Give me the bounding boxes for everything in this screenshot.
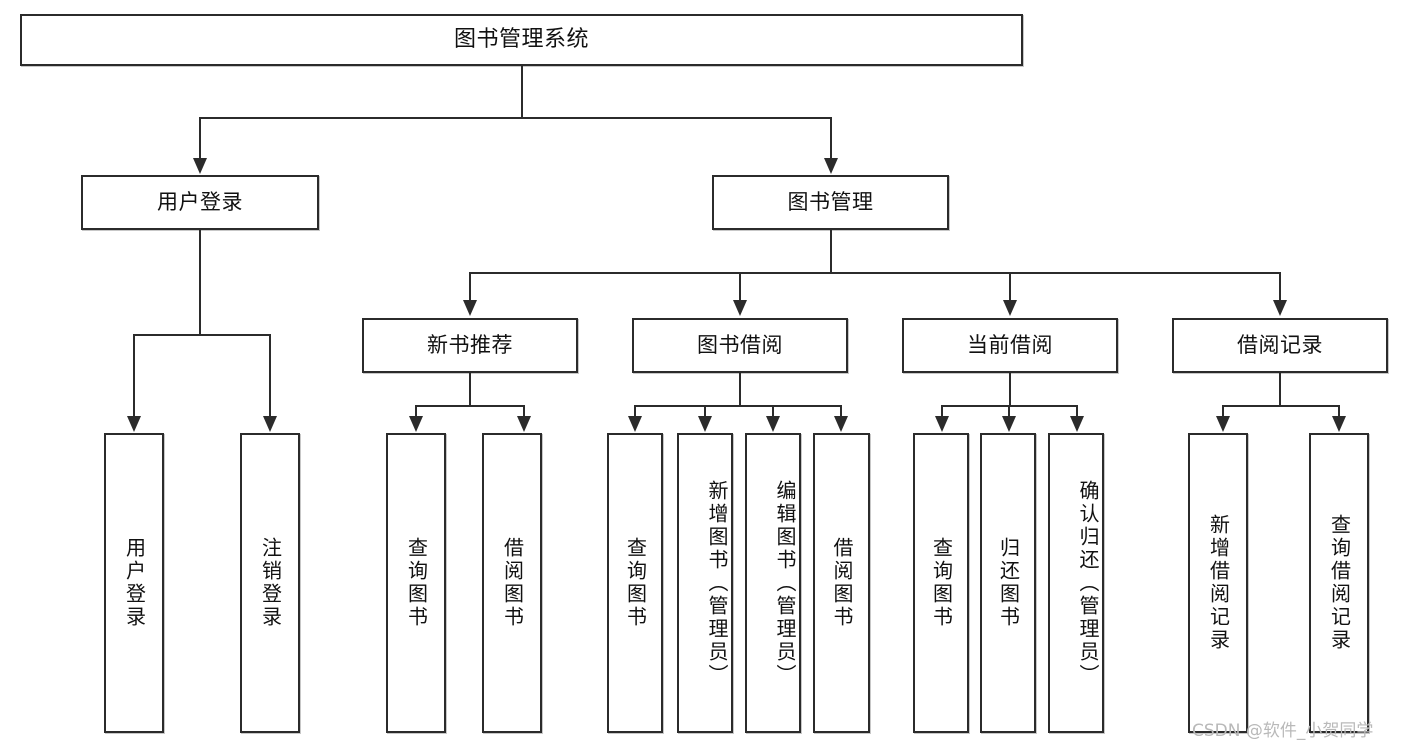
connector-cb-to-leaf-1: [941, 405, 943, 419]
connector-bm-to-new-book: [469, 272, 471, 302]
node-label: 新书推荐: [427, 332, 513, 357]
node-label: 用户登录: [122, 537, 147, 629]
node-label: 查询图书: [623, 537, 648, 629]
arrowhead-cb-leaf-3: [1070, 416, 1084, 432]
node-label: 查询图书: [404, 537, 429, 629]
node-label: 图书管理: [787, 189, 874, 214]
connector-bb-to-leaf-1: [634, 405, 636, 419]
arrowhead-bm-to-book-borrow: [733, 300, 747, 316]
connector-user-login-bus: [133, 334, 270, 336]
node-label: 确认归还（管理员）: [1076, 479, 1100, 687]
node-book-borrow[interactable]: 图书借阅: [632, 318, 848, 373]
arrowhead-user-login-leaf-2: [263, 416, 277, 432]
connector-root-bus: [199, 117, 831, 119]
node-label: 当前借阅: [967, 332, 1053, 357]
node-label: 用户登录: [157, 189, 243, 214]
connector-book-management-stem: [830, 230, 832, 273]
arrowhead-bb-leaf-3: [766, 416, 780, 432]
leaf-edit-book-admin[interactable]: 编辑图书（管理员）: [745, 433, 801, 733]
connector-bm-to-borrow-record: [1279, 272, 1281, 302]
connector-user-login-stem: [199, 230, 201, 335]
leaf-confirm-return-admin[interactable]: 确认归还（管理员）: [1048, 433, 1104, 733]
connector-current-borrow-stem: [1009, 373, 1011, 406]
connector-bb-to-leaf-2: [704, 405, 706, 419]
connector-new-book-bus: [415, 405, 524, 407]
connector-br-to-leaf-2: [1338, 405, 1340, 419]
arrowhead-root-to-book-management: [824, 158, 838, 174]
leaf-add-book-admin[interactable]: 新增图书（管理员）: [677, 433, 733, 733]
leaf-user-login[interactable]: 用户登录: [104, 433, 164, 733]
node-label: 新增借阅记录: [1206, 514, 1231, 652]
connector-book-borrow-bus: [634, 405, 841, 407]
node-root-book-management-system[interactable]: 图书管理系统: [20, 14, 1023, 66]
arrowhead-bb-leaf-1: [628, 416, 642, 432]
node-label: 图书借阅: [697, 332, 783, 357]
arrowhead-br-leaf-1: [1216, 416, 1230, 432]
arrowhead-user-login-leaf-1: [127, 416, 141, 432]
node-label: 借阅记录: [1237, 332, 1323, 357]
connector-bb-to-leaf-3: [772, 405, 774, 419]
connector-new-book-to-leaf-2: [523, 405, 525, 419]
arrowhead-cb-leaf-1: [935, 416, 949, 432]
connector-bm-to-current-borrow: [1009, 272, 1011, 302]
connector-bm-to-book-borrow: [739, 272, 741, 302]
leaf-query-book-recommend[interactable]: 查询图书: [386, 433, 446, 733]
node-label: 注销登录: [258, 537, 283, 629]
node-current-borrow[interactable]: 当前借阅: [902, 318, 1118, 373]
arrowhead-bm-to-current-borrow: [1003, 300, 1017, 316]
connector-book-borrow-stem: [739, 373, 741, 406]
leaf-query-book-borrow[interactable]: 查询图书: [607, 433, 663, 733]
node-user-login[interactable]: 用户登录: [81, 175, 319, 230]
connector-cb-to-leaf-2: [1008, 405, 1010, 419]
connector-user-login-to-leaf-2: [269, 334, 271, 418]
node-label: 借阅图书: [830, 537, 854, 629]
node-label: 新增图书（管理员）: [705, 479, 729, 687]
node-borrow-record[interactable]: 借阅记录: [1172, 318, 1388, 373]
arrowhead-new-book-leaf-1: [409, 416, 423, 432]
leaf-query-borrow-record[interactable]: 查询借阅记录: [1309, 433, 1369, 733]
leaf-return-book[interactable]: 归还图书: [980, 433, 1036, 733]
connector-borrow-record-bus: [1222, 405, 1339, 407]
connector-cb-to-leaf-3: [1076, 405, 1078, 419]
connector-bb-to-leaf-4: [840, 405, 842, 419]
node-label: 查询图书: [929, 537, 954, 629]
node-new-book-recommend[interactable]: 新书推荐: [362, 318, 578, 373]
node-label: 归还图书: [996, 537, 1021, 629]
connector-borrow-record-stem: [1279, 373, 1281, 406]
leaf-add-borrow-record[interactable]: 新增借阅记录: [1188, 433, 1248, 733]
connector-book-management-bus: [469, 272, 1280, 274]
node-book-management[interactable]: 图书管理: [712, 175, 949, 230]
connector-root-stem: [521, 66, 523, 118]
connector-root-to-user-login: [199, 117, 201, 161]
arrowhead-root-to-user-login: [193, 158, 207, 174]
connector-new-book-stem: [469, 373, 471, 406]
connector-root-to-book-management: [830, 117, 832, 161]
connector-new-book-to-leaf-1: [415, 405, 417, 419]
arrowhead-bb-leaf-2: [698, 416, 712, 432]
csdn-watermark: CSDN @软件_小贺同学: [1192, 721, 1374, 741]
connector-br-to-leaf-1: [1222, 405, 1224, 419]
leaf-borrow-book[interactable]: 借阅图书: [813, 433, 870, 733]
leaf-borrow-book-recommend[interactable]: 借阅图书: [482, 433, 542, 733]
arrowhead-bm-to-borrow-record: [1273, 300, 1287, 316]
arrowhead-bb-leaf-4: [834, 416, 848, 432]
node-label: 查询借阅记录: [1327, 514, 1352, 652]
arrowhead-bm-to-new-book: [463, 300, 477, 316]
connector-user-login-to-leaf-1: [133, 334, 135, 418]
leaf-logout[interactable]: 注销登录: [240, 433, 300, 733]
arrowhead-cb-leaf-2: [1002, 416, 1016, 432]
leaf-query-book-current[interactable]: 查询图书: [913, 433, 969, 733]
node-label: 借阅图书: [500, 537, 525, 629]
arrowhead-br-leaf-2: [1332, 416, 1346, 432]
node-label: 编辑图书（管理员）: [773, 479, 797, 687]
node-label: 图书管理系统: [453, 26, 589, 52]
arrowhead-new-book-leaf-2: [517, 416, 531, 432]
